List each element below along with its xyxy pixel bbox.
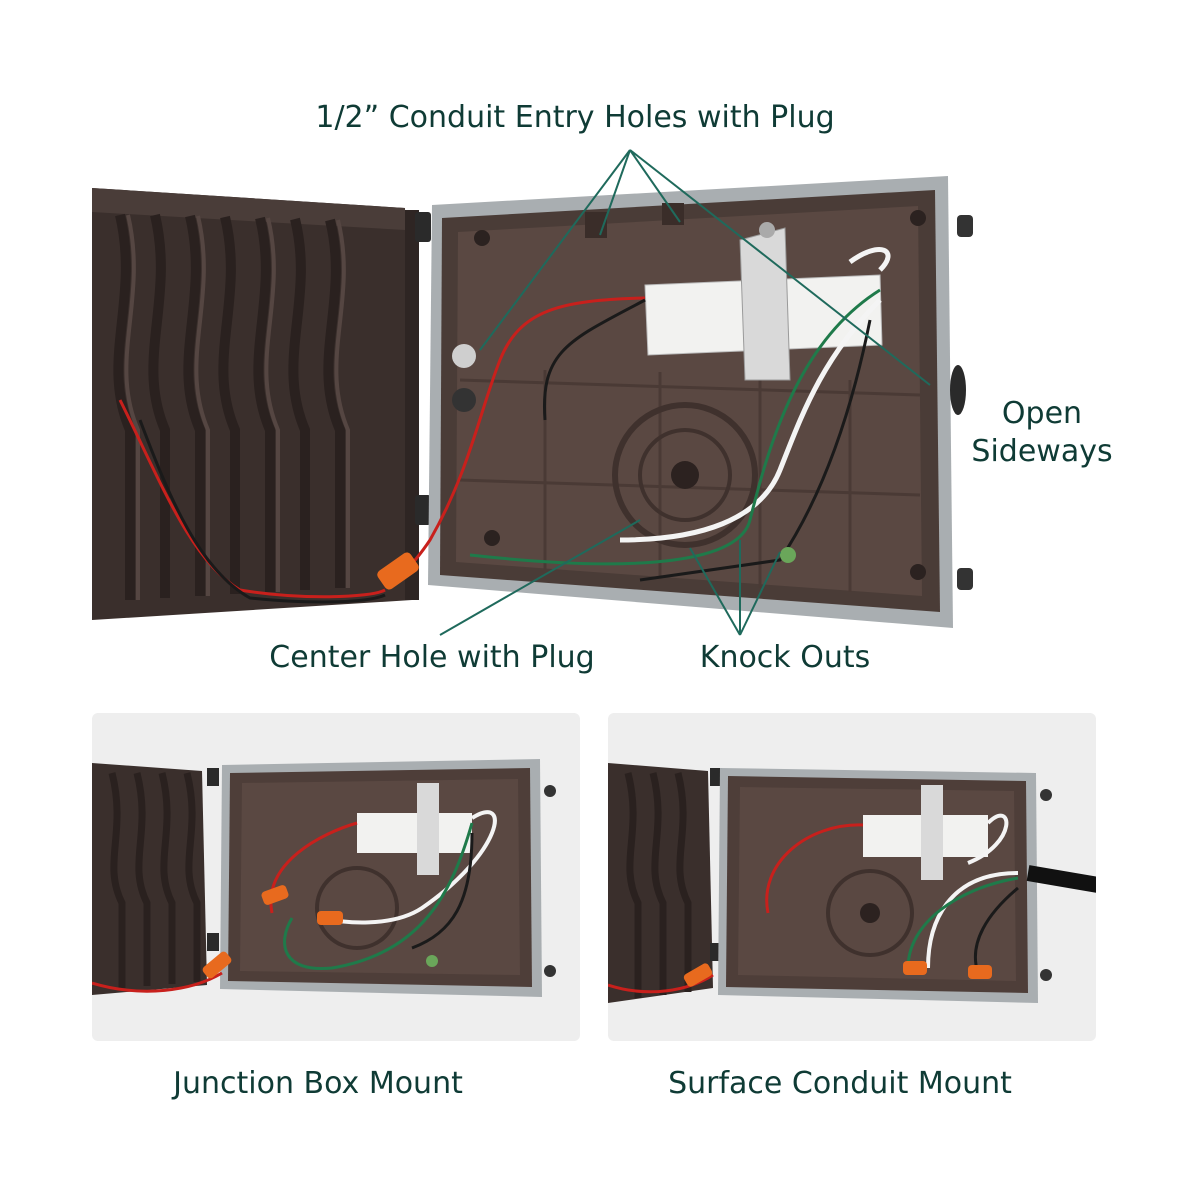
surface-conduit-photo [608,763,1096,1003]
wire-connector [377,552,419,590]
main-fixture-photo [92,149,973,636]
callout-conduit-holes: 1/2” Conduit Entry Holes with Plug [315,100,835,135]
leader-lines [439,149,931,636]
junction-box-panel [92,713,580,1041]
callout-open-sideways-line1: Open [1001,396,1083,431]
ground-screw [780,547,796,563]
junction-box-photo [92,759,556,997]
hinge-top [415,212,431,242]
callout-knock-outs: Knock Outs [699,640,871,675]
surface-conduit-panel [608,713,1096,1041]
caption-junction-box: Junction Box Mount [173,1066,463,1101]
callout-center-hole: Center Hole with Plug [269,640,595,675]
callout-open-sideways-line2: Sideways [971,434,1113,469]
caption-surface-conduit: Surface Conduit Mount [668,1066,1012,1101]
hinge-bottom [415,495,431,525]
heat-sink-door [92,188,419,620]
